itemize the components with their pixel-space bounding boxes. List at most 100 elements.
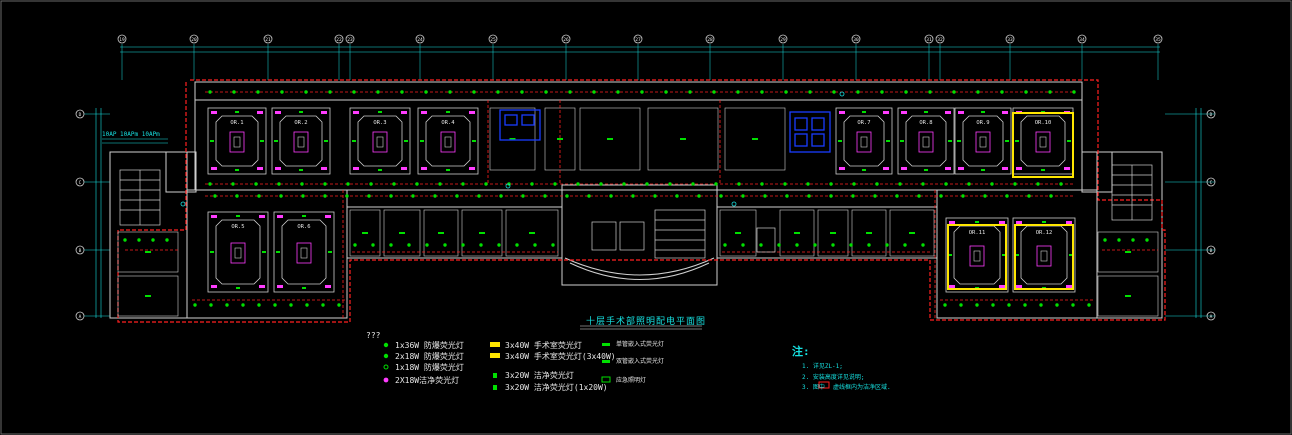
lamp-fixture bbox=[165, 238, 169, 242]
room-label: OR.12 bbox=[1036, 230, 1053, 236]
lamp-fixture bbox=[499, 194, 503, 198]
operating-room: OR.3 bbox=[349, 107, 411, 175]
lamp-fixture bbox=[1036, 182, 1040, 186]
aux-room bbox=[579, 107, 641, 171]
lamp-fixture bbox=[830, 232, 836, 234]
plan-title: 十层手术部照明配电平面图 bbox=[586, 317, 707, 327]
lamp-fixture bbox=[321, 303, 325, 307]
grid-label: C bbox=[79, 180, 82, 186]
lamp-fixture bbox=[752, 138, 758, 140]
legend-item: 3x40W 手术室荧光灯(3x40W) bbox=[505, 352, 616, 361]
dimension-label: 10AP 10APm 10APm bbox=[102, 131, 160, 138]
lamp-fixture bbox=[832, 90, 836, 94]
lamp-fixture bbox=[895, 194, 899, 198]
lamp-fixture bbox=[273, 303, 277, 307]
room-label: OR.3 bbox=[373, 120, 386, 126]
lamp-fixture bbox=[479, 232, 485, 234]
lamp-fixture bbox=[760, 182, 764, 186]
grid-bubble: 30 bbox=[851, 34, 861, 80]
lamp-fixture bbox=[389, 243, 393, 247]
lamp-fixture bbox=[976, 90, 980, 94]
lamp-fixture bbox=[425, 243, 429, 247]
lamp-fixture bbox=[477, 194, 481, 198]
grid-label: D bbox=[1210, 112, 1213, 118]
lamp-fixture bbox=[714, 182, 718, 186]
lamp-fixture bbox=[668, 182, 672, 186]
lamp-fixture bbox=[1015, 140, 1019, 142]
legend-item: 单管嵌入式荧光灯 bbox=[616, 341, 665, 348]
lamp-fixture bbox=[640, 90, 644, 94]
lamp-fixture bbox=[461, 243, 465, 247]
lamp-fixture bbox=[257, 303, 261, 307]
lamp-fixture bbox=[145, 251, 151, 253]
lamp-fixture bbox=[1069, 254, 1073, 256]
lamp-fixture bbox=[1024, 90, 1028, 94]
lamp-fixture bbox=[852, 182, 856, 186]
lamp-fixture bbox=[455, 194, 459, 198]
lamp-fixture bbox=[236, 287, 240, 289]
junction-marker bbox=[180, 201, 186, 207]
lamp-fixture bbox=[866, 232, 872, 234]
lamp-fixture bbox=[346, 182, 350, 186]
lamp-fixture bbox=[352, 140, 356, 142]
lamp-fixture bbox=[305, 303, 309, 307]
grid-label: A bbox=[79, 314, 82, 320]
blue-equipment bbox=[499, 109, 831, 153]
lamp-fixture bbox=[903, 243, 907, 247]
lamp-fixture bbox=[1117, 238, 1121, 242]
grid-label: 20 bbox=[191, 37, 197, 43]
lamp-fixture bbox=[323, 194, 327, 198]
grid-bubble: 34 bbox=[1077, 34, 1087, 80]
grid-bubble: 28 bbox=[705, 34, 715, 80]
lamp-fixture bbox=[324, 140, 328, 142]
lamp-fixture bbox=[438, 232, 444, 234]
aux-room bbox=[719, 209, 757, 257]
lamp-fixture bbox=[1125, 251, 1131, 253]
room-label: OR.1 bbox=[230, 120, 243, 126]
lamp-fixture bbox=[909, 232, 915, 234]
lamp-fixture bbox=[898, 182, 902, 186]
lamp-fixture bbox=[631, 194, 635, 198]
lamp-fixture bbox=[587, 194, 591, 198]
lamp-fixture bbox=[921, 243, 925, 247]
room-label: OR.11 bbox=[969, 230, 986, 236]
lamp-fixture bbox=[399, 232, 405, 234]
lamp-fixture bbox=[568, 90, 572, 94]
lamp-fixture bbox=[688, 90, 692, 94]
lamp-fixture bbox=[257, 194, 261, 198]
lamp-fixture bbox=[323, 182, 327, 186]
lamp-fixture bbox=[521, 194, 525, 198]
lamp-fixture bbox=[529, 232, 535, 234]
grid-label: 23 bbox=[347, 37, 353, 43]
lamp-fixture bbox=[438, 182, 442, 186]
lamp-fixture bbox=[210, 140, 214, 142]
aux-room bbox=[779, 209, 815, 257]
lamp-fixture bbox=[193, 303, 197, 307]
lamp-fixture bbox=[838, 140, 842, 142]
grid-label: 31 bbox=[926, 37, 932, 43]
aux-room bbox=[349, 209, 381, 257]
lamp-fixture bbox=[123, 238, 127, 242]
lamp-fixture bbox=[484, 182, 488, 186]
lamp-fixture bbox=[904, 90, 908, 94]
lamp-fixture bbox=[369, 182, 373, 186]
lamp-fixture bbox=[274, 140, 278, 142]
lamp-fixture bbox=[1071, 303, 1075, 307]
lamp-fixture bbox=[345, 194, 349, 198]
lamp-fixture bbox=[433, 194, 437, 198]
operating-room: OR.8 bbox=[897, 107, 955, 175]
lamp-fixture bbox=[448, 90, 452, 94]
grid-bubble: B bbox=[75, 245, 110, 255]
lamp-fixture bbox=[783, 182, 787, 186]
lamp-fixture bbox=[808, 90, 812, 94]
room-label: OR.7 bbox=[857, 120, 870, 126]
lamp-fixture bbox=[921, 182, 925, 186]
lamp-fixture bbox=[1039, 303, 1043, 307]
lamp-fixture bbox=[616, 90, 620, 94]
lamp-fixture bbox=[145, 295, 151, 297]
stair-right bbox=[1111, 164, 1153, 221]
grid-label: 25 bbox=[490, 37, 496, 43]
lamp-fixture bbox=[509, 138, 516, 140]
aux-room bbox=[489, 107, 536, 171]
